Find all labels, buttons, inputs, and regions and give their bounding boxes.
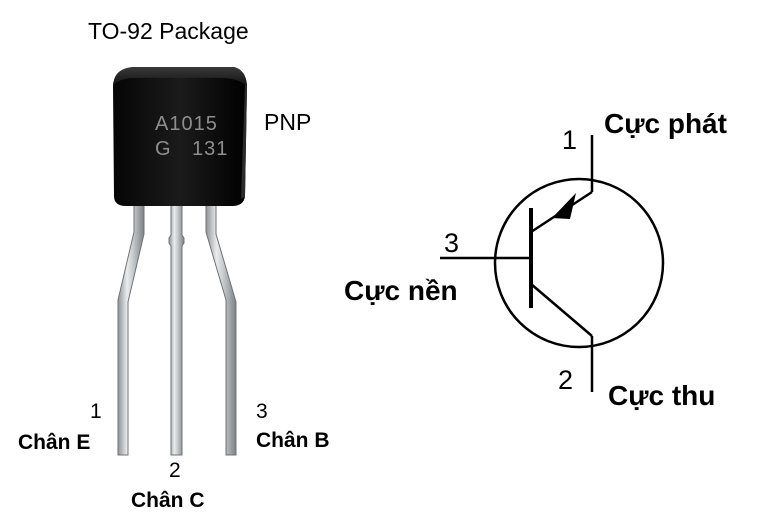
emitter-number: 1 — [562, 125, 578, 155]
package-title: TO-92 Package — [88, 18, 249, 44]
pin-2-number: 2 — [169, 459, 181, 482]
body-marking-line1: A1015 — [155, 113, 218, 135]
pin-3-number: 3 — [256, 400, 268, 423]
collector-diagonal — [530, 283, 593, 337]
lead-base — [205, 203, 237, 456]
pin-3-name: Chân B — [256, 429, 330, 452]
emitter-label: Cực phát — [604, 108, 727, 139]
body-marking-line2-left: G — [155, 138, 172, 160]
pin-1-number: 1 — [90, 400, 102, 423]
lead-emitter — [117, 203, 145, 456]
body-marking-line2-right: 131 — [192, 138, 228, 160]
base-label: Cực nền — [344, 275, 458, 306]
transistor-body — [113, 67, 247, 206]
transistor-leads — [117, 203, 237, 456]
base-number: 3 — [444, 228, 460, 258]
emitter-arrow-icon — [552, 193, 576, 219]
polarity-label: PNP — [264, 109, 312, 135]
pnp-symbol — [440, 135, 665, 392]
pin-1-name: Chân E — [18, 431, 91, 454]
lead-collector — [168, 203, 185, 456]
symbol-circle — [493, 177, 665, 349]
pin-2-name: Chân C — [131, 489, 205, 512]
collector-number: 2 — [558, 365, 574, 395]
collector-label: Cực thu — [608, 380, 716, 411]
